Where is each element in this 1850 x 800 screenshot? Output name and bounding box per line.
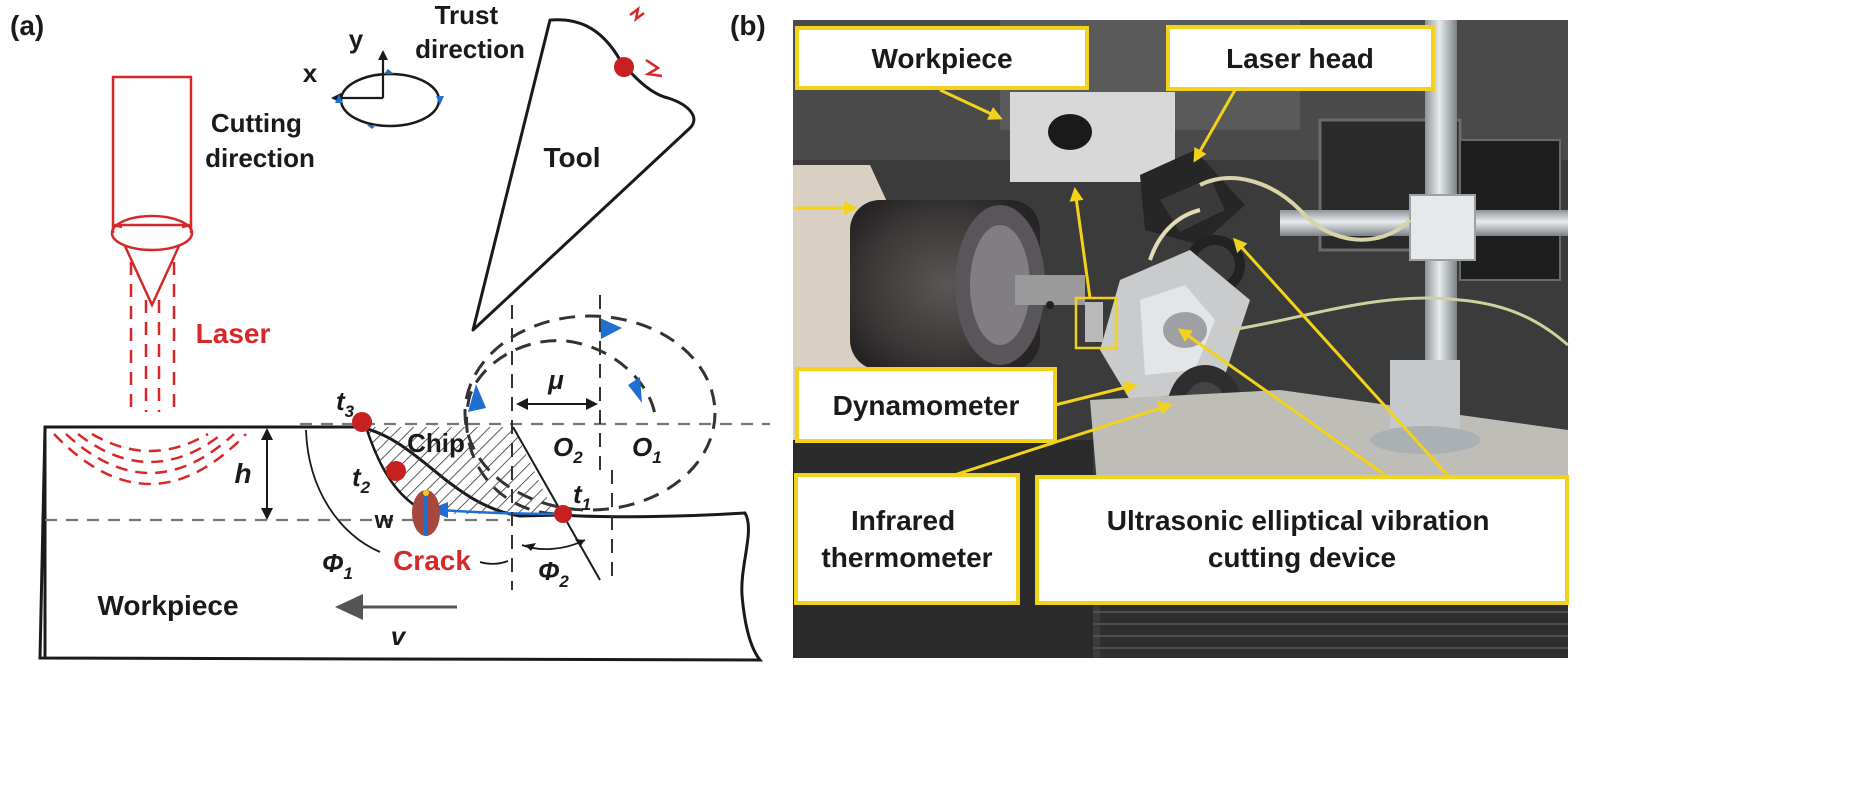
callout-infrared-thermometer: Infrared thermometer bbox=[794, 473, 1020, 605]
h-label: h bbox=[234, 458, 251, 489]
point-t3 bbox=[352, 412, 372, 432]
o2-label: O2 bbox=[553, 432, 583, 467]
phi1-arc bbox=[305, 429, 381, 553]
motion-arrow-icon bbox=[335, 94, 343, 103]
o1-label: O1 bbox=[632, 432, 662, 467]
crack-tip bbox=[423, 490, 429, 496]
phi2-label: Φ2 bbox=[538, 556, 569, 591]
motion-arrow-icon bbox=[367, 125, 376, 129]
phi1-label: Φ1 bbox=[322, 548, 353, 583]
callout-workpiece-text: Workpiece bbox=[871, 43, 1012, 74]
panel-b-label: (b) bbox=[730, 10, 766, 41]
chip-label: Chip bbox=[407, 428, 465, 458]
shear-line bbox=[512, 426, 601, 581]
callout-dynamometer: Dynamometer bbox=[795, 367, 1057, 443]
panel-b: (b) bbox=[730, 10, 1569, 658]
callout-ultrasonic-device-text: Ultrasonic elliptical vibration cutting … bbox=[1107, 505, 1498, 573]
callout-ultrasonic-device: Ultrasonic elliptical vibration cutting … bbox=[1035, 475, 1569, 605]
velocity-label: v bbox=[391, 621, 407, 651]
tool-path-ellipse-outer bbox=[463, 314, 717, 512]
mu-label: μ bbox=[547, 365, 564, 395]
t3-label: t3 bbox=[336, 386, 355, 421]
ellipse-direction-arrow bbox=[468, 384, 486, 412]
panel-a-label: (a) bbox=[10, 10, 44, 41]
callout-workpiece: Workpiece bbox=[795, 26, 1089, 90]
motion-arrow-icon bbox=[384, 69, 394, 74]
panel-a: (a) y x Trust direction Cutting directio… bbox=[10, 0, 770, 662]
coordinate-axes-icon: y x bbox=[303, 24, 444, 129]
laser-head-icon bbox=[110, 75, 194, 309]
callout-laser-head-text: Laser head bbox=[1226, 43, 1374, 74]
trust-direction-label: Trust direction bbox=[415, 0, 525, 64]
vibration-icon bbox=[629, 6, 645, 22]
callout-laser-head: Laser head bbox=[1166, 25, 1435, 91]
cutting-direction-label: Cutting direction bbox=[205, 108, 315, 173]
ellipse-direction-arrow bbox=[600, 318, 622, 339]
point-t1 bbox=[554, 505, 572, 523]
t1-label: t1 bbox=[573, 479, 591, 514]
vibration-icon bbox=[644, 58, 663, 78]
heat-affected-zone bbox=[53, 432, 247, 486]
t2-label: t2 bbox=[352, 462, 371, 497]
chip-region bbox=[366, 427, 555, 514]
callout-infrared-thermometer-text: Infrared thermometer bbox=[821, 505, 992, 573]
laser-label: Laser bbox=[196, 318, 271, 349]
tool-tip-point bbox=[614, 57, 634, 77]
workpiece-label: Workpiece bbox=[97, 590, 238, 621]
velocity-arrow-icon bbox=[335, 594, 363, 620]
callout-arrows bbox=[794, 88, 1452, 480]
crack-label: Crack bbox=[393, 545, 471, 576]
tool-path-ellipse-inner bbox=[465, 339, 657, 516]
chip-flow-line bbox=[439, 508, 556, 516]
laser-beam bbox=[129, 262, 176, 412]
tool-outline bbox=[471, 18, 696, 332]
motion-arrow-icon bbox=[436, 96, 444, 105]
ellipse-direction-arrow bbox=[628, 377, 642, 403]
point-t2 bbox=[386, 461, 406, 481]
x-axis-label: x bbox=[303, 58, 318, 88]
callout-dynamometer-text: Dynamometer bbox=[833, 390, 1020, 421]
tool-label: Tool bbox=[543, 142, 600, 173]
y-axis-label: y bbox=[349, 24, 364, 54]
motion-ellipse-icon bbox=[339, 72, 441, 128]
w-label: w bbox=[374, 507, 394, 534]
phi2-tick bbox=[479, 560, 509, 565]
phi2-arrows bbox=[525, 539, 585, 551]
